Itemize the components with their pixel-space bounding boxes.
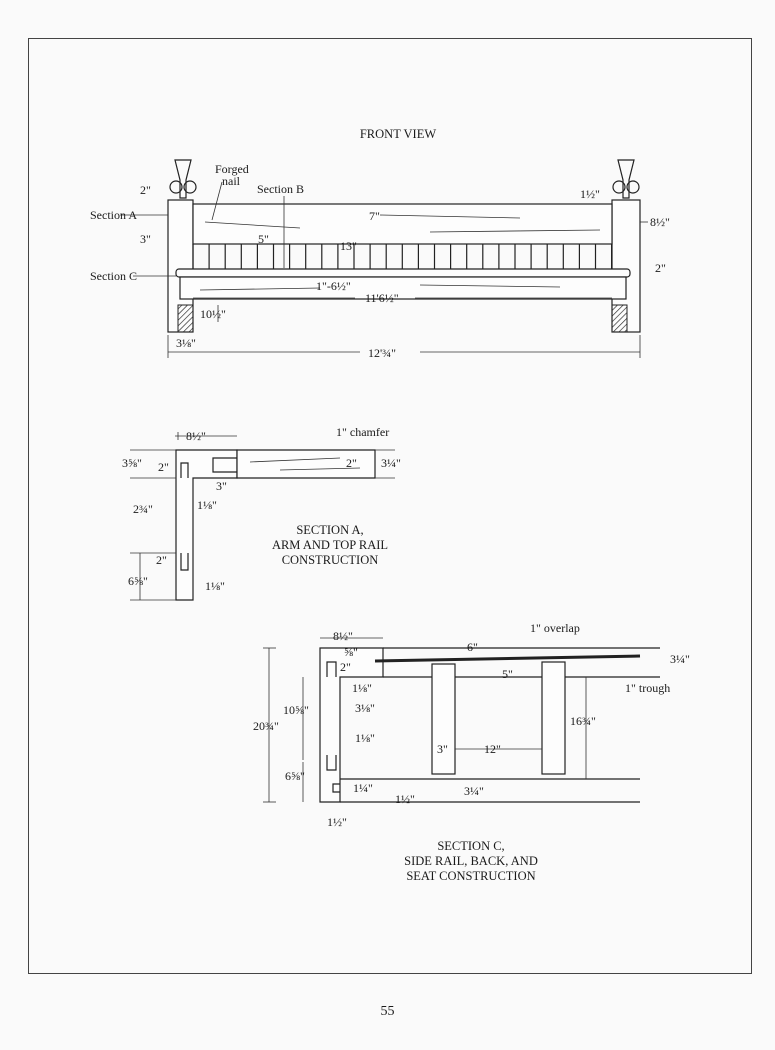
section-a-drawing: 8½" 1" chamfer 3⅝" 2" 2" 3¼" 3" 1⅛" 2¾" …	[122, 425, 401, 601]
front-view-title: FRONT VIEW	[360, 127, 436, 141]
dim-3: 3"	[140, 232, 151, 246]
dim-c-3-1-4-right: 3¼"	[670, 652, 690, 666]
dim-c-1-1-8-a: 1⅛"	[352, 681, 372, 695]
dim-a-3-1-4: 3¼"	[381, 456, 401, 470]
section-a-title-1: SECTION A,	[296, 523, 363, 537]
seat-rail	[179, 276, 627, 300]
label-overlap: 1" overlap	[530, 621, 580, 635]
dim-c-10-5-8: 10⅝"	[283, 703, 309, 717]
dim-c-2: 2"	[340, 660, 351, 674]
dim-13: 13"	[340, 239, 357, 253]
dim-a-1-1-8-bottom: 1⅛"	[205, 579, 225, 593]
dim-a-8half: 8½"	[186, 429, 206, 443]
dim-c-6: 6"	[467, 640, 478, 654]
label-forged-nail-1: Forged	[215, 162, 249, 176]
dim-5: 5"	[258, 232, 269, 246]
top-rail	[192, 203, 613, 245]
section-a-title-3: CONSTRUCTION	[282, 553, 379, 567]
dim-c-1-1-4: 1¼"	[353, 781, 373, 795]
label-chamfer: 1" chamfer	[336, 425, 389, 439]
dim-c-5-8: ⅝"	[344, 645, 358, 659]
dim-3-1-8: 3⅛"	[176, 336, 196, 350]
dim-1-6half: 1"-6½"	[316, 279, 351, 293]
dim-c-5: 5"	[502, 667, 513, 681]
dim-8half: 8½"	[650, 215, 670, 229]
dim-1half: 1½"	[580, 187, 600, 201]
dim-c-1half-a: 1½"	[395, 792, 415, 806]
right-finial	[612, 159, 640, 199]
dim-a-1-1-8-top: 1⅛"	[197, 498, 217, 512]
section-a-title-2: ARM AND TOP RAIL	[272, 538, 388, 552]
dim-c-6-5-8: 6⅝"	[285, 769, 305, 783]
seat-support-1	[431, 663, 456, 775]
left-finial	[169, 159, 197, 199]
section-c-title-3: SEAT CONSTRUCTION	[406, 869, 535, 883]
dim-c-12: 12"	[484, 742, 501, 756]
label-section-c: Section C	[90, 269, 137, 283]
dim-c-3: 3"	[437, 742, 448, 756]
dim-c-1-1-8-b: 1⅛"	[355, 731, 375, 745]
page-number: 55	[380, 1004, 395, 1019]
dim-c-8half: 8½"	[333, 629, 353, 643]
dim-10half: 10½"	[200, 307, 226, 321]
section-c-drawing: 8½" ⅝" 2" 6" 1" overlap 5" 3¼" 1" trough…	[253, 621, 690, 883]
dim-a-6-5-8: 6⅝"	[128, 574, 148, 588]
front-view: FRONT VIEW	[90, 127, 670, 360]
seat-support-2	[541, 661, 566, 775]
dim-c-3-1-8: 3⅛"	[355, 701, 375, 715]
dim-c-1half-b: 1½"	[327, 815, 347, 829]
label-section-b: Section B	[257, 182, 304, 196]
label-forged-nail-2: nail	[222, 174, 241, 188]
dim-12-3-4: 12'¾"	[368, 346, 396, 360]
seat-slats	[374, 654, 641, 663]
dim-11-6half: 11'6½"	[365, 291, 399, 305]
dim-a-2-top: 2"	[158, 460, 169, 474]
dim-a-3-5-8: 3⅝"	[122, 456, 142, 470]
seat-edge	[175, 268, 631, 278]
dim-c-16-3-4: 16¾"	[570, 714, 596, 728]
right-leg-section	[611, 304, 628, 333]
left-leg-section	[177, 304, 194, 333]
dim-a-2-3-4: 2¾"	[133, 502, 153, 516]
dim-a-3: 3"	[216, 479, 227, 493]
page-frame	[28, 38, 752, 974]
label-section-a: Section A	[90, 208, 137, 222]
section-c-title-2: SIDE RAIL, BACK, AND	[404, 854, 538, 868]
dim-2-top: 2"	[140, 183, 151, 197]
dim-a-2-rail: 2"	[346, 456, 357, 470]
dim-c-3-1-4-bottom: 3¼"	[464, 784, 484, 798]
dim-a-2-bottom: 2"	[156, 553, 167, 567]
dim-c-20-3-4: 20¾"	[253, 719, 279, 733]
back-slats	[192, 244, 613, 269]
label-trough: 1" trough	[625, 681, 670, 695]
section-c-title-1: SECTION C,	[437, 839, 504, 853]
dim-7: 7"	[369, 209, 380, 223]
dim-2-right: 2"	[655, 261, 666, 275]
